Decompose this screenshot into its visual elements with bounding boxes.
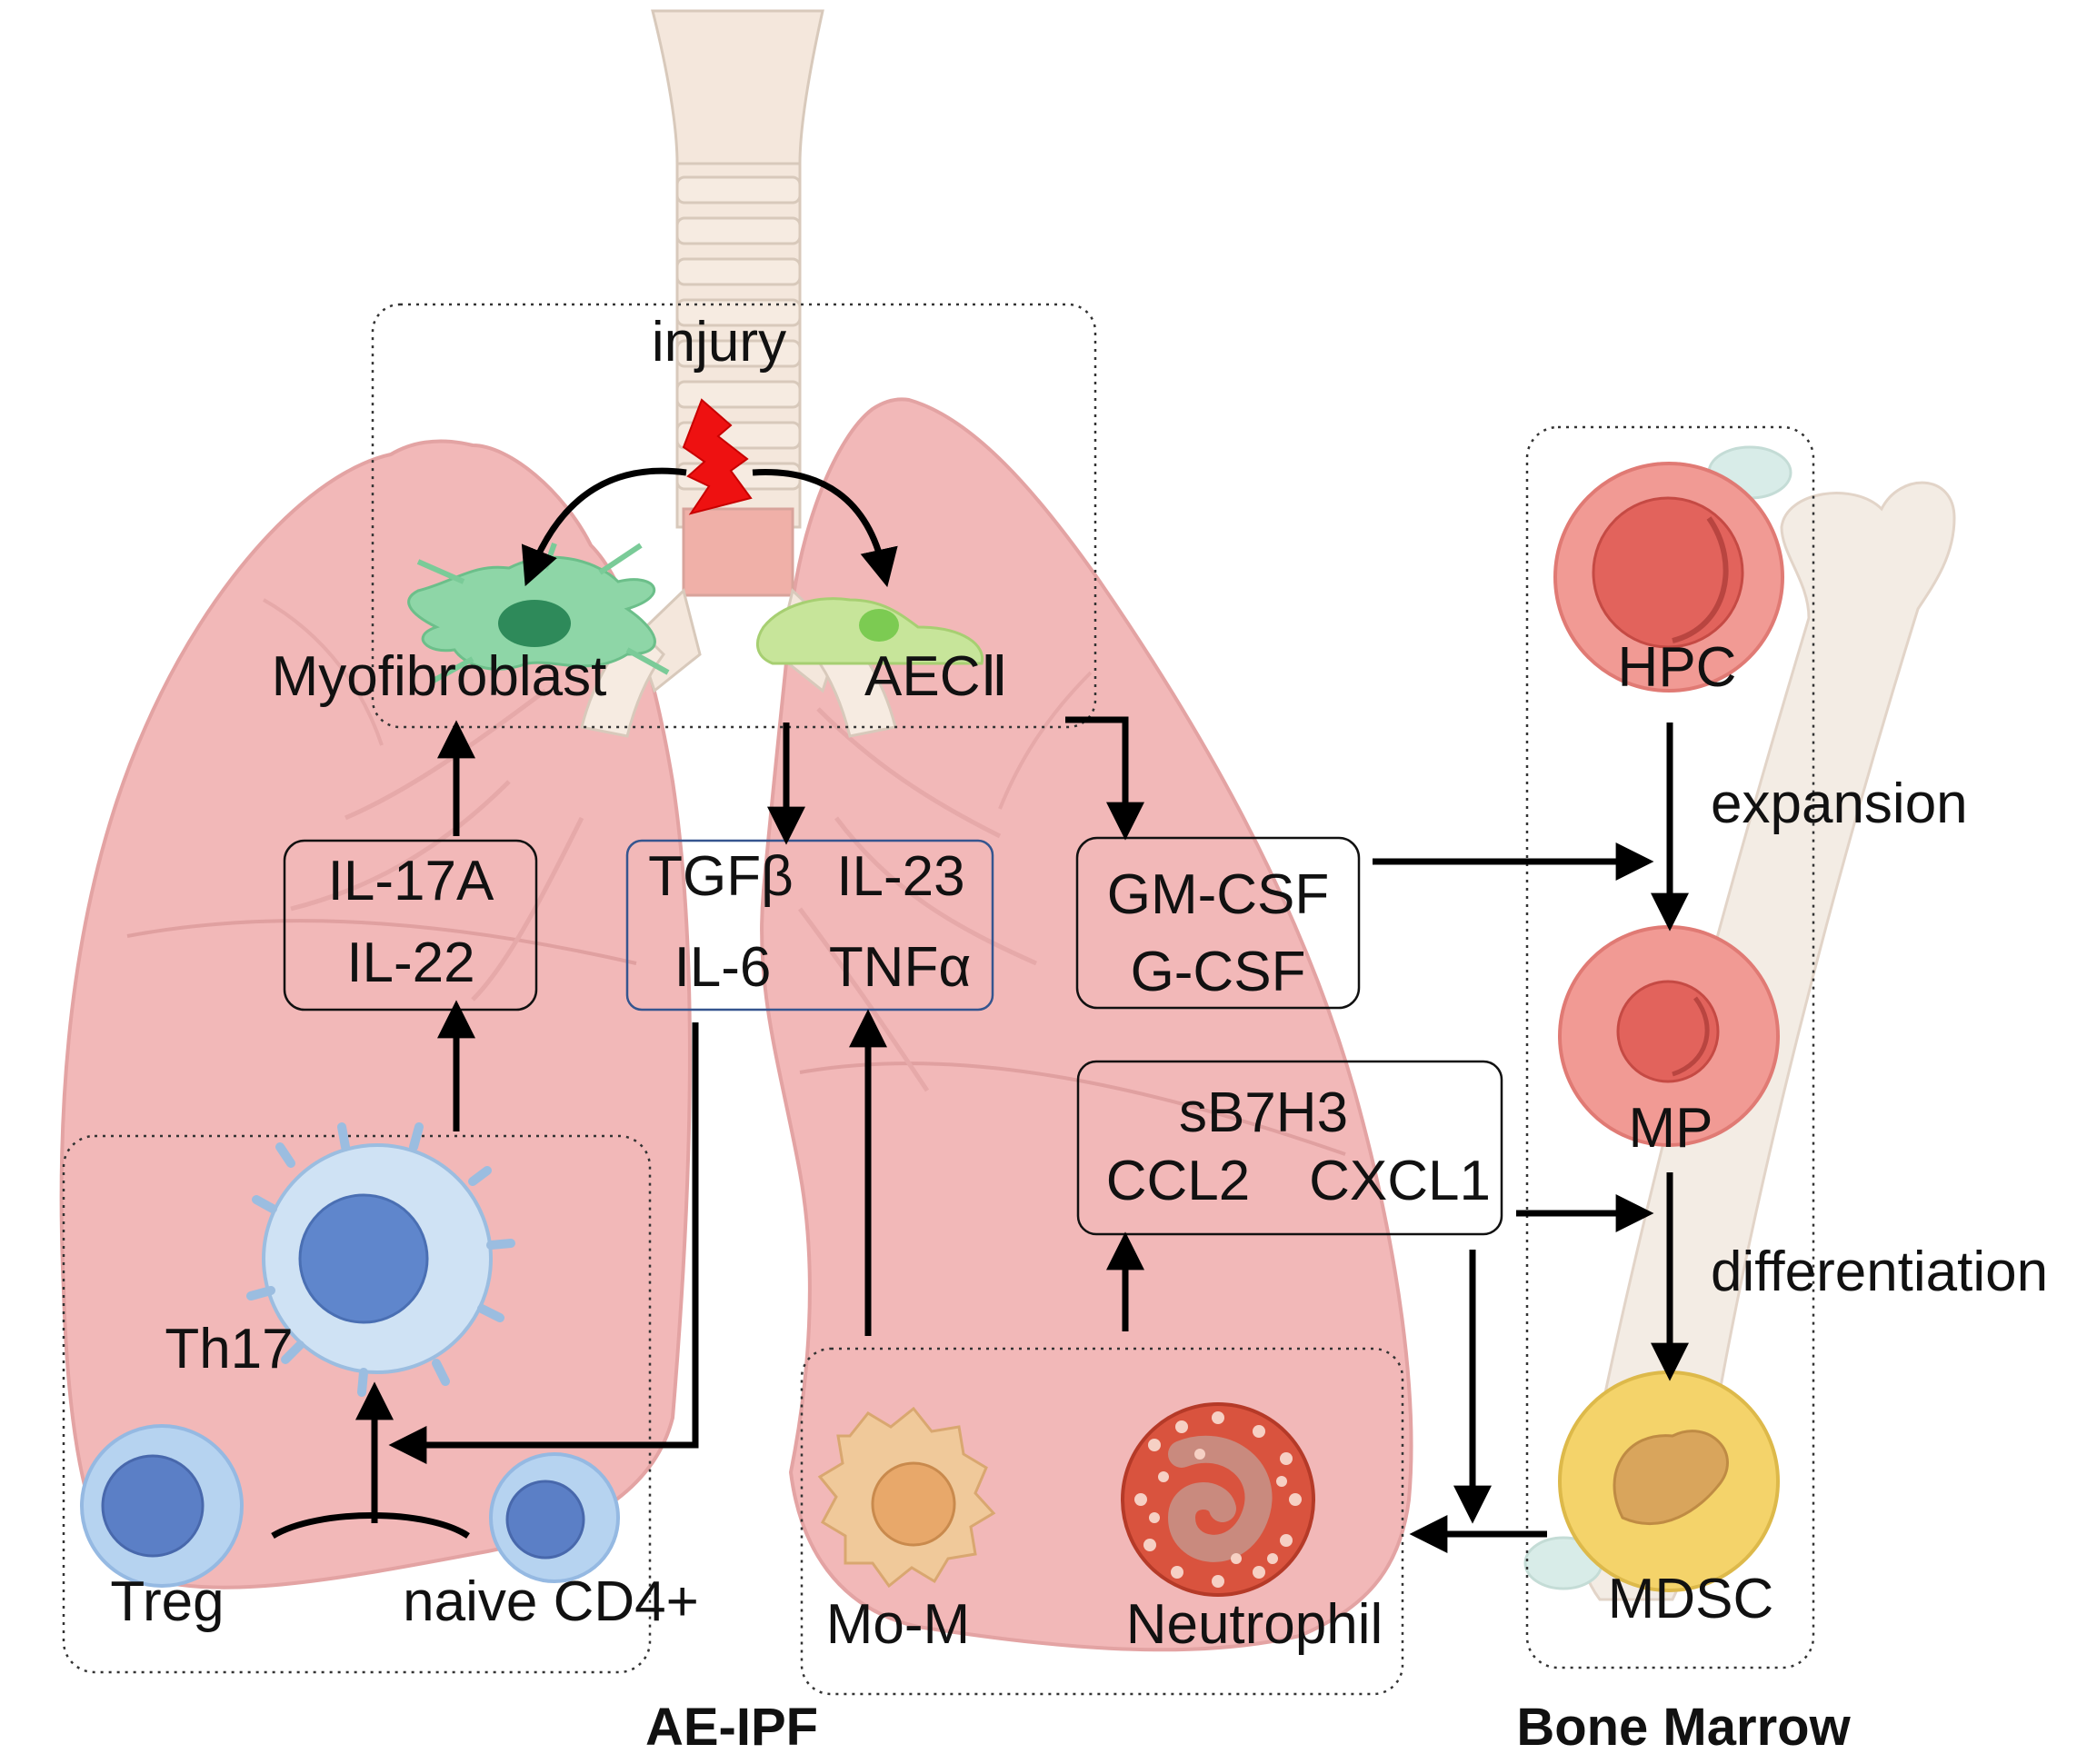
aec2-to-csf-arrow [1065, 716, 1144, 841]
injury-to-aec2-arrow [752, 469, 898, 588]
il17a-label: IL-17A [328, 850, 494, 912]
tnfa-label: TNFα [829, 936, 971, 999]
hpc-cell-icon [1553, 462, 1784, 693]
bone-marrow-region-box [1525, 425, 1815, 1669]
aec2-label: AECⅡ [864, 645, 1008, 708]
ccl2-label: CCL2 [1106, 1150, 1251, 1212]
il17-box [283, 839, 538, 1012]
pathway-arrows [271, 467, 1689, 1553]
myeloid-region-box [800, 1347, 1404, 1696]
mo-m-label: Mo-M [826, 1593, 970, 1656]
hpc-label: HPC [1618, 636, 1737, 699]
t-cell-region-box [62, 1134, 652, 1674]
mdsc-cell-icon [1558, 1370, 1780, 1592]
tgf-to-th17-arrow [388, 1022, 699, 1464]
myofibroblast-cell-icon [407, 542, 670, 684]
sb7h3-label: sB7H3 [1179, 1081, 1348, 1144]
csf-box [1075, 836, 1361, 1010]
bone-marrow-title: Bone Marrow [1516, 1698, 1851, 1757]
injury-label: injury [652, 311, 786, 374]
gm-csf-label: GM-CSF [1107, 863, 1330, 926]
th17-cell-icon [246, 1122, 515, 1397]
right-lung [760, 397, 1413, 1652]
mo-m-cell-icon [817, 1406, 996, 1589]
expansion-label: expansion [1711, 772, 1968, 835]
injury-bolt-icon [682, 398, 753, 515]
trachea-illustration [580, 9, 897, 738]
il22-label: IL-22 [346, 932, 474, 994]
ae-ipf-title: AE-IPF [645, 1698, 818, 1757]
injury-to-myofibroblast-arrow [521, 467, 687, 587]
aec2-cell-icon [755, 597, 984, 665]
differentiation-label: differentiation [1711, 1241, 2048, 1303]
naive-cd4-label: naive CD4+ [403, 1570, 699, 1633]
naive-cd4-cell-icon [489, 1452, 620, 1583]
mp-cell-icon [1558, 925, 1780, 1147]
tgfb-label: TGFβ [648, 845, 794, 908]
il23-label: IL-23 [836, 845, 964, 908]
th17-label: Th17 [165, 1318, 293, 1380]
sb7h3-box [1076, 1060, 1503, 1236]
neutrophil-cell-icon [1121, 1402, 1315, 1597]
mdsc-label: MDSC [1608, 1568, 1774, 1630]
cxcl1-label: CXCL1 [1309, 1150, 1491, 1212]
tgf-box [625, 839, 994, 1012]
g-csf-label: G-CSF [1131, 941, 1306, 1003]
mp-label: MP [1629, 1097, 1713, 1160]
lungs-illustration [59, 397, 1413, 1652]
treg-label: Treg [110, 1570, 224, 1633]
treg-cell-icon [80, 1424, 244, 1588]
myofibroblast-label: Myofibroblast [272, 645, 607, 708]
il6-label: IL-6 [674, 936, 772, 999]
neutrophil-label: Neutrophil [1126, 1593, 1383, 1656]
